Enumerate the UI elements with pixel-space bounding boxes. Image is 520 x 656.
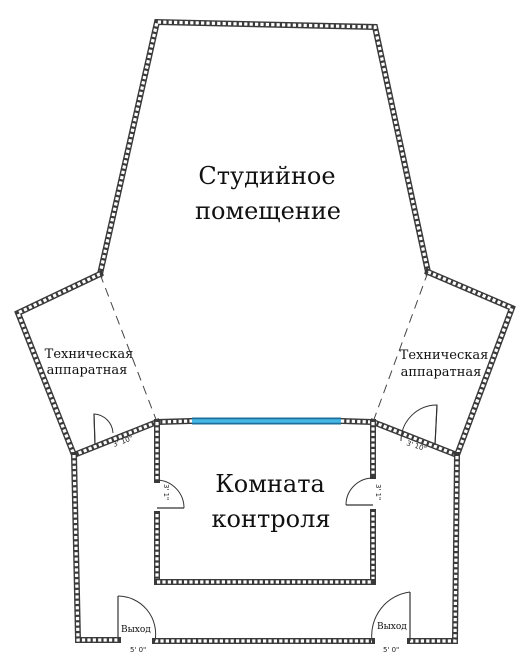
door-tech-right[interactable] xyxy=(400,404,438,446)
tech-right-wall xyxy=(369,268,516,459)
walls xyxy=(14,18,516,644)
door-exit-right[interactable] xyxy=(371,591,411,642)
studio-wall xyxy=(96,18,432,278)
door-tech-left[interactable] xyxy=(93,413,114,446)
dashed-partition-right xyxy=(372,271,429,423)
control-label-line2: контроля xyxy=(212,505,331,533)
exit-left-dim: 5' 0" xyxy=(130,646,146,654)
control-label-line1: Комната xyxy=(215,470,325,498)
outer-right-wall xyxy=(407,451,461,644)
studio-label-line2: помещение xyxy=(195,197,341,225)
control-top-wall-right xyxy=(337,417,377,426)
door-control-left-dim: 3' 1" xyxy=(162,484,170,500)
exit-right-label: Выход xyxy=(377,622,407,632)
tech-right-label-line1: Техническая xyxy=(400,348,489,363)
dashed-partition-left xyxy=(99,273,158,423)
outer-left-wall xyxy=(70,451,121,643)
dashed-partitions xyxy=(99,271,429,423)
door-control-left[interactable] xyxy=(156,479,185,509)
door-control-right[interactable] xyxy=(345,477,374,506)
door-exit-left[interactable] xyxy=(117,595,157,642)
exit-right-dim: 5' 0" xyxy=(383,646,399,654)
tech-right-label-line2: аппаратная xyxy=(401,365,482,380)
studio-label-line1: Студийное xyxy=(198,162,335,190)
tech-left-label-line1: Техническая xyxy=(45,347,134,362)
exit-left-label: Выход xyxy=(121,625,151,635)
tech-left-label-line2: аппаратная xyxy=(47,363,128,378)
door-control-right-dim: 3' 1" xyxy=(374,484,382,500)
room-labels: Студийное помещение Комната контроля Тех… xyxy=(45,162,489,533)
